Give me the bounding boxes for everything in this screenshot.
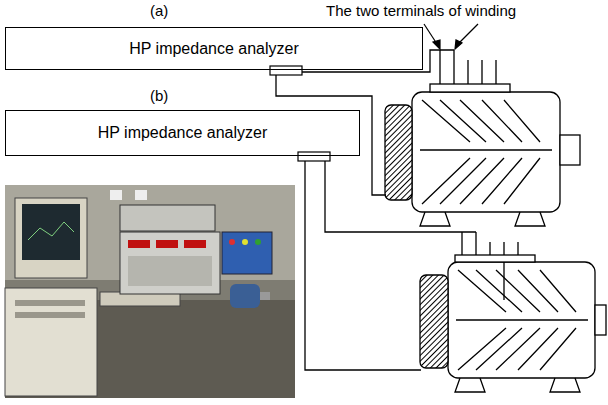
leader-arrow: [424, 24, 478, 49]
annotation: The two terminals of winding: [326, 2, 516, 19]
panel-label: (b): [150, 87, 168, 104]
port: [270, 66, 302, 75]
port: [298, 152, 330, 161]
test-wire: [276, 50, 454, 195]
panel-label: (a): [150, 2, 168, 19]
box-label: HP impedance analyzer: [98, 124, 268, 142]
lab-photo: [5, 185, 295, 398]
motor-a: [385, 50, 580, 226]
motor-b: [420, 232, 606, 392]
analyzer-box: HP impedance analyzer: [5, 27, 423, 70]
test-wire: [305, 161, 476, 370]
analyzer-box: HP impedance analyzer: [5, 110, 360, 156]
box-label: HP impedance analyzer: [129, 40, 299, 58]
